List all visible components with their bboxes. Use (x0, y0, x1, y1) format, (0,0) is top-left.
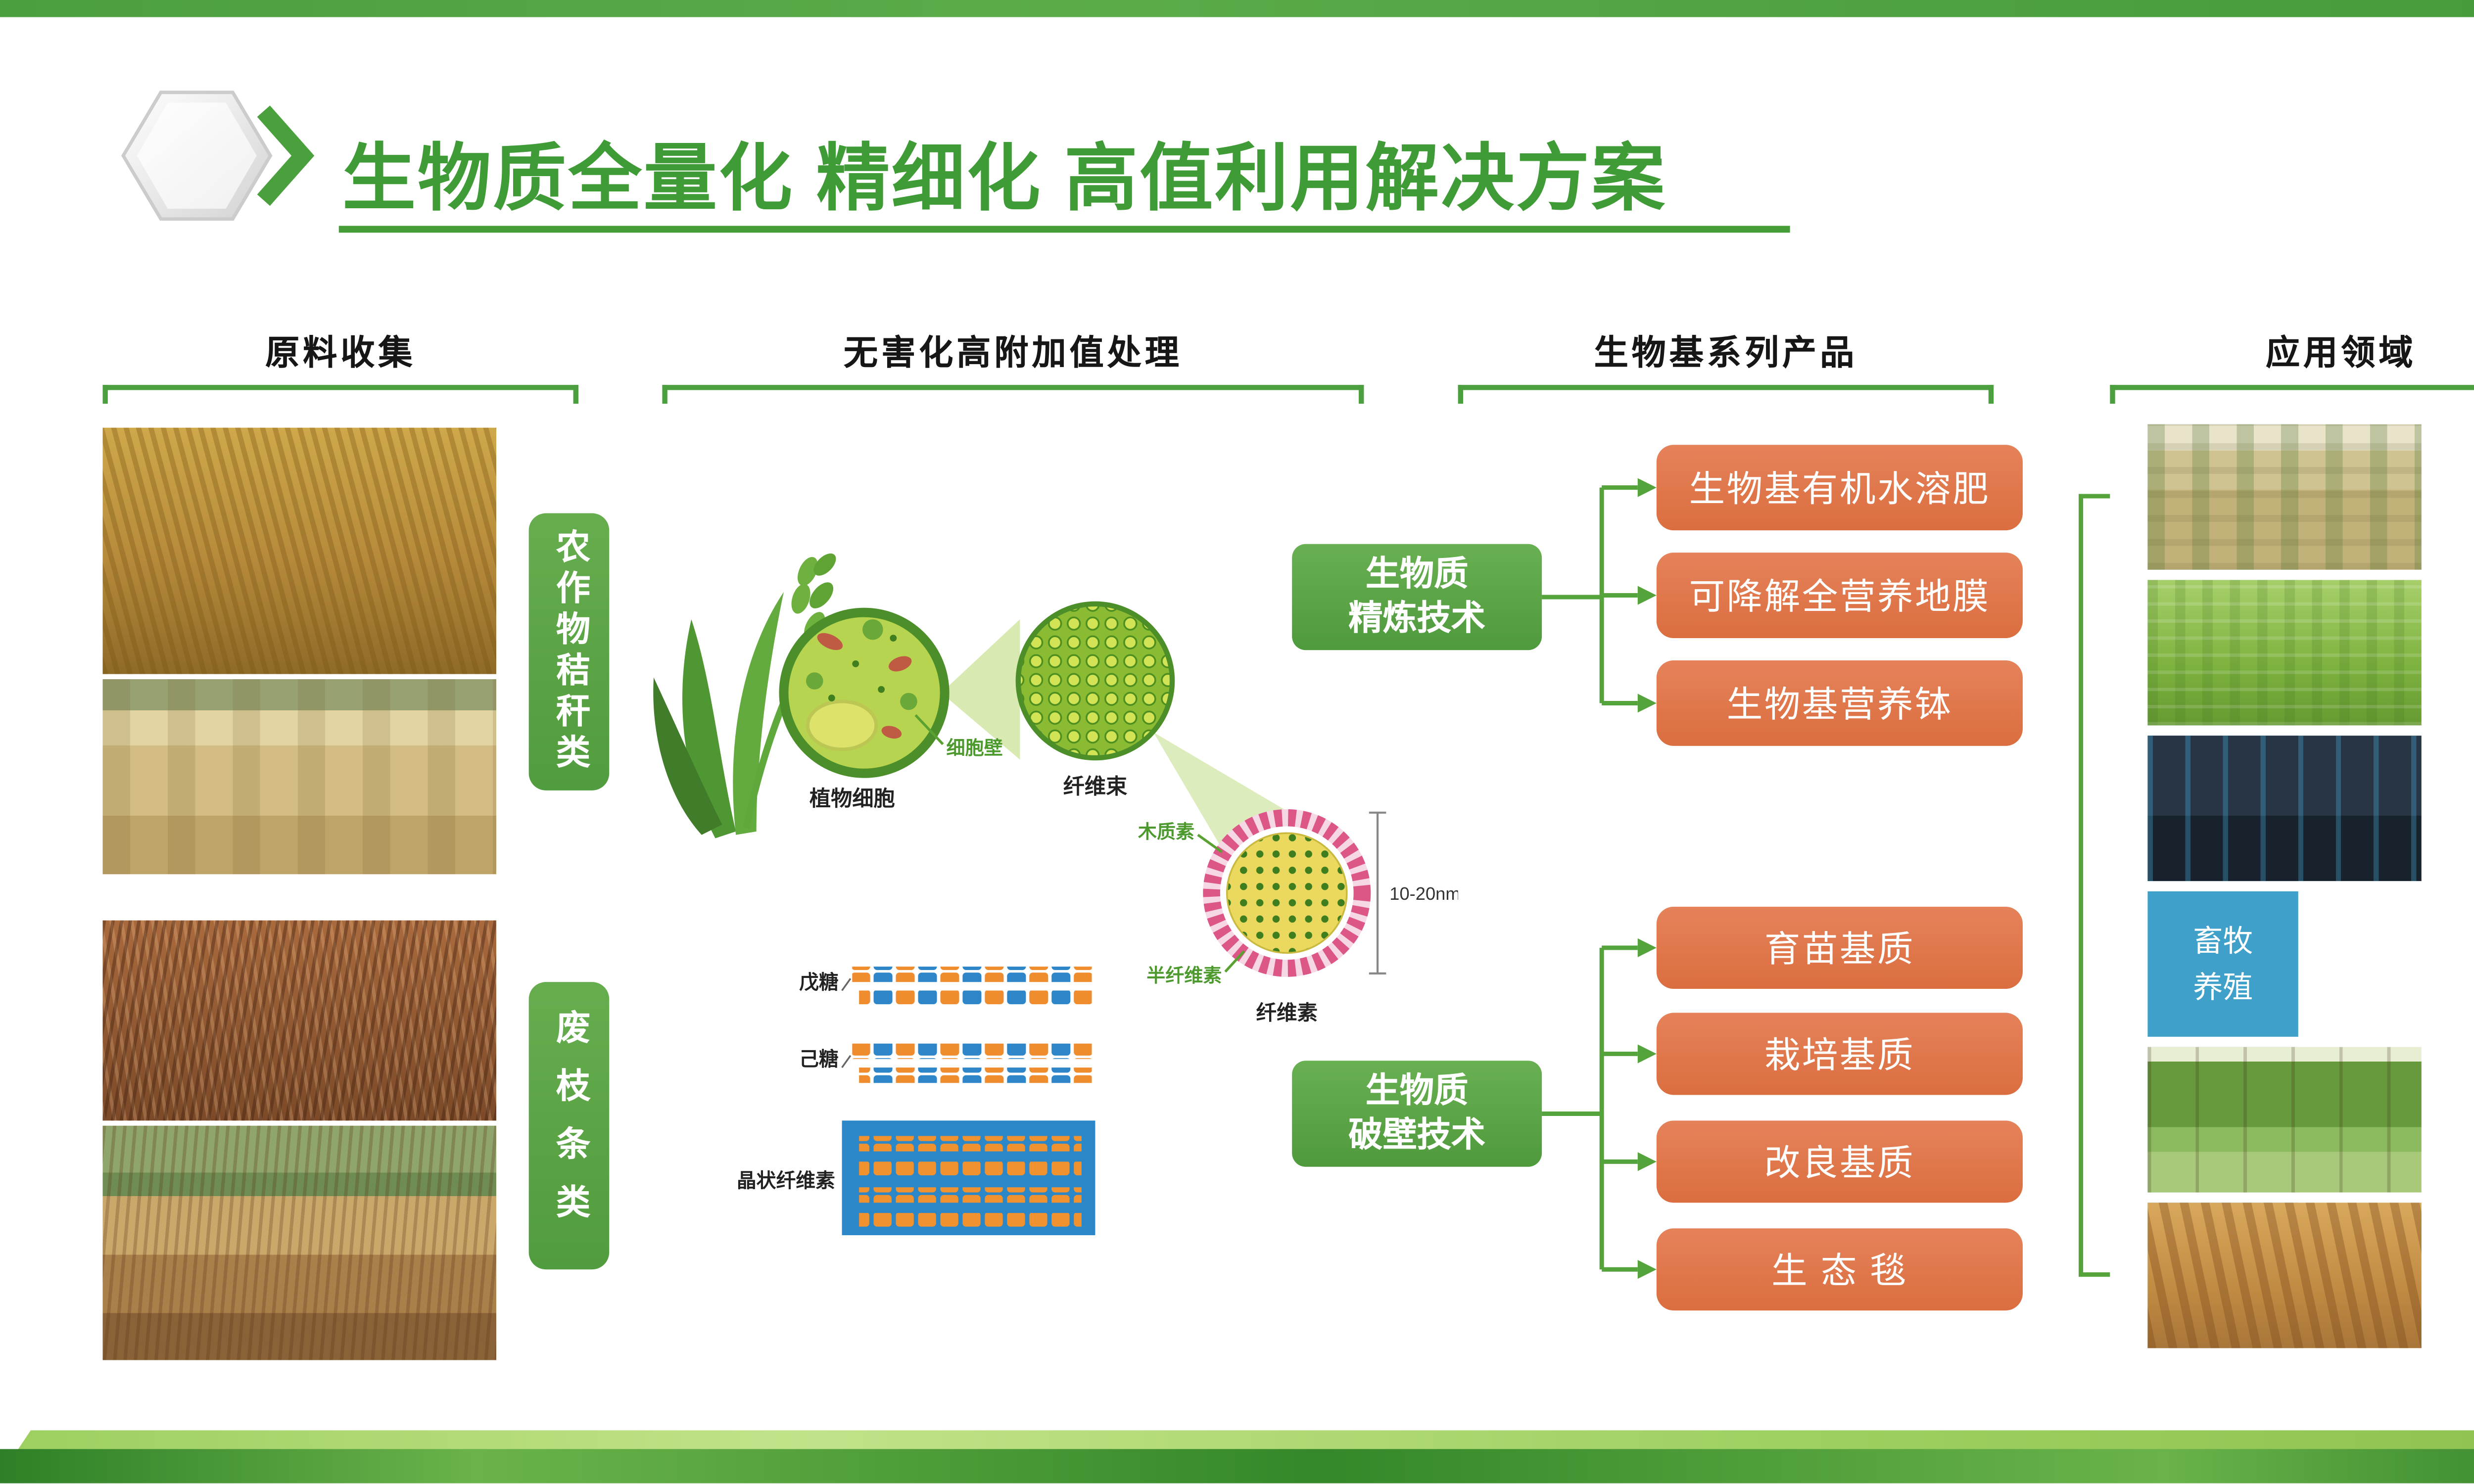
header-bracket (2110, 385, 2474, 404)
arrow-heads (1637, 478, 1657, 1279)
application-row-agri-data: 农业 数据 (2147, 736, 2474, 881)
top-accent-bar (0, 0, 2474, 17)
application-row-livestock: 畜牧 养殖 (2147, 891, 2474, 1037)
cellulose-cross-section (1203, 809, 1371, 977)
product-seedling-substrate: 育苗基质 (1656, 907, 2023, 989)
application-row-landscaping: 园林 绿化 (2147, 1047, 2474, 1193)
header-text: 生物基系列产品 (1594, 335, 1858, 373)
header-text: 应用领域 (2266, 335, 2417, 373)
chevron-right-icon (257, 105, 315, 206)
cell-wall-label: 细胞壁 (947, 738, 1003, 759)
bottom-ribbon-dark (0, 1449, 2474, 1484)
beam-cell-to-bundle (941, 619, 1020, 760)
group-label-waste-branches: 废枝条类 (528, 982, 610, 1270)
cell-wall-pointer-line (914, 714, 944, 745)
column-header-processing: 无害化高附加值处理 (662, 325, 1364, 404)
refining-tech-box: 生物质 精炼技术 (1292, 544, 1542, 650)
header-bracket (1458, 385, 1994, 404)
title-hexagon-icon (121, 91, 315, 221)
application-label: 畜牧 养殖 (2147, 891, 2298, 1037)
pentose-chain-row (859, 990, 1092, 1006)
fiber-bundle-illustration (1015, 601, 1175, 761)
crystalline-cellulose-illustration (842, 1120, 1095, 1236)
photo-pruned-branches-pile (102, 920, 496, 1121)
application-row-desertification: 沙漠化 治理 (2147, 424, 2474, 570)
photo-desertification-control (2147, 424, 2422, 570)
lignin-pointer-line (1197, 834, 1223, 853)
hexose-label: 己糖 (799, 1049, 839, 1070)
photo-soil-fertility (2147, 580, 2422, 726)
pentose-pointer-line (841, 978, 852, 991)
scale-label: 10-20nm (1389, 883, 1458, 904)
plant-cell-label: 植物细胞 (809, 787, 895, 811)
header-text: 原料收集 (265, 335, 416, 373)
fiber-bundle-label: 纤维束 (1063, 775, 1128, 799)
header-bracket (102, 385, 578, 404)
hexose-chain-row (859, 1067, 1092, 1083)
crystalline-cellulose-label: 晶状纤维素 (737, 1170, 835, 1192)
product-ecological-blanket: 生 态 毯 (1656, 1228, 2023, 1311)
title-underline (338, 226, 1790, 233)
application-row-fertility: 肥力 提升 (2147, 580, 2474, 726)
processing-diagram: 细胞壁 植物细胞 纤维束 木质素 半纤维素 纤维素 10-20nm 戊糖 己糖 (653, 553, 1458, 1236)
photo-agriculture-data (2147, 736, 2422, 881)
breaking-tech-box: 生物质 破壁技术 (1292, 1061, 1542, 1167)
product-improvement-substrate: 改良基质 (1656, 1120, 2023, 1203)
plant-cell-illustration (779, 607, 950, 778)
header-bracket (662, 385, 1364, 404)
photo-corn-stalk-field (102, 427, 496, 674)
product-bio-nutrient-pot: 生物基营养钵 (1656, 660, 2023, 746)
lignin-label: 木质素 (1138, 822, 1194, 843)
photo-straw-bales-field (102, 679, 496, 875)
product-degradable-mulch-film: 可降解全营养地膜 (1656, 553, 2023, 639)
column-header-collection: 原料收集 (102, 325, 578, 404)
photo-saline-soil-improvement (2147, 1203, 2422, 1348)
photo-livestock-grazing (2147, 891, 2421, 1037)
pentose-label: 戊糖 (799, 972, 839, 993)
group-label-crop-straw: 农作物秸秆类 (528, 513, 610, 790)
cellulose-label: 纤维素 (1256, 1001, 1318, 1024)
scale-measure-bracket (1369, 811, 1386, 974)
product-cultivation-substrate: 栽培基质 (1656, 1013, 2023, 1095)
applications-bracket (2079, 494, 2110, 1277)
page-title: 生物质全量化 精细化 高值利用解决方案 (342, 139, 1667, 221)
hemicellulose-label: 半纤维素 (1146, 966, 1222, 986)
pentose-chain-row (852, 967, 1092, 982)
product-bio-water-soluble-fertilizer: 生物基有机水溶肥 (1656, 445, 2023, 531)
header-text: 无害化高附加值处理 (844, 335, 1183, 373)
application-row-saline-soil: 盐碱地 改良 (2147, 1203, 2474, 1348)
column-header-products: 生物基系列产品 (1458, 325, 1994, 404)
hexose-chain-row (852, 1043, 1092, 1059)
hemicellulose-pointer-line (1224, 950, 1245, 973)
photo-orchard-waste-branches (102, 1125, 496, 1360)
photo-landscape-greening (2147, 1047, 2422, 1193)
column-header-applications: 应用领域 (2110, 325, 2474, 404)
hexose-pointer-line (841, 1055, 852, 1068)
